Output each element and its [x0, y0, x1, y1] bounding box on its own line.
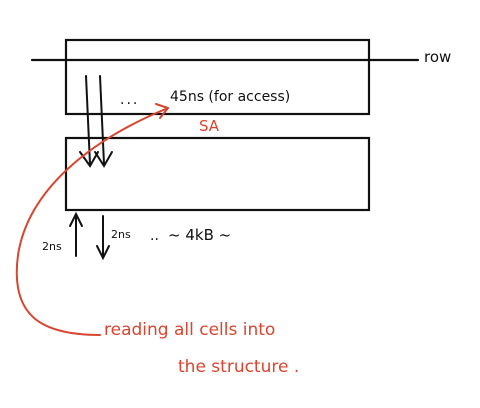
- time-label-right: 2ns: [111, 228, 131, 241]
- row-label: row: [424, 48, 451, 66]
- ellipsis-2: ..: [150, 228, 159, 244]
- time-label-left: 2ns: [42, 240, 62, 253]
- sa-label: SA: [199, 117, 220, 135]
- access-time-label: 45ns (for access): [170, 89, 290, 105]
- down-arrow: [96, 215, 110, 261]
- row-buffer-box: [64, 136, 371, 212]
- annotation-arrow: [15, 107, 169, 336]
- annotation-arrowhead: [155, 103, 169, 119]
- up-arrow: [69, 211, 83, 257]
- ellipsis: ...: [120, 92, 139, 108]
- data-transfer-arrows: [79, 75, 113, 168]
- annotation-line-1: reading all cells into: [104, 320, 275, 340]
- size-label: ~ 4kB ~: [168, 226, 231, 244]
- annotation-line-2: the structure .: [178, 357, 299, 377]
- cell-array-box: [64, 38, 371, 116]
